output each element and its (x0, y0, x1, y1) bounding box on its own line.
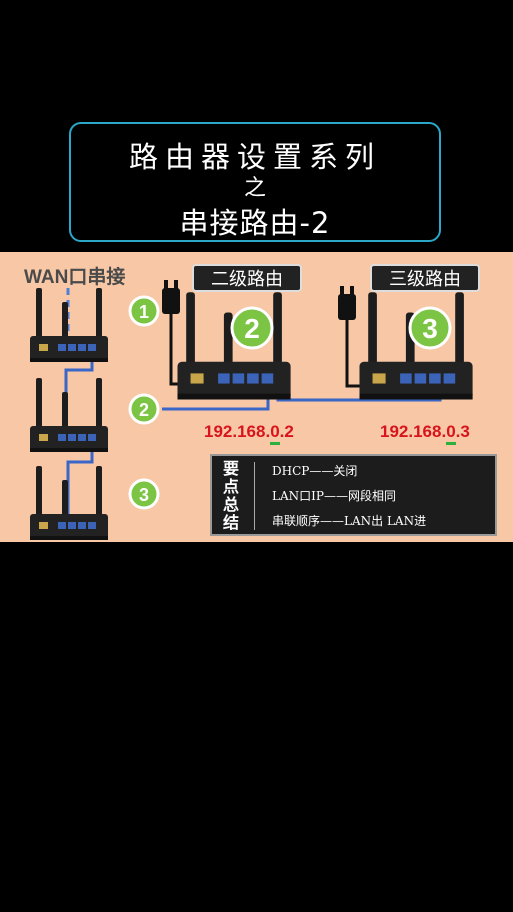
badge-router2 (230, 306, 274, 350)
summary-title: 要点总结 (222, 459, 239, 532)
ip2-suffix: .2 (279, 422, 294, 441)
router3-ip: 192.168.0.3 (380, 422, 470, 445)
badge-router3 (408, 306, 452, 350)
router2-label: 二级路由 (192, 264, 302, 292)
router-left-2 (30, 378, 108, 452)
wan-cascade-label: WAN口串接 (24, 267, 126, 288)
badge-2 (128, 393, 160, 425)
ip3-underlined: 0 (446, 422, 456, 445)
router-level2 (177, 292, 291, 400)
router2-ip: 192.168.0.2 (204, 422, 294, 445)
badge-router3-text: 3 (422, 313, 438, 344)
diagram-graphics: 1 2 3 2 3 (30, 280, 473, 540)
summary-line-2: LAN口IP——网段相同 (272, 489, 396, 503)
badge-2-text: 2 (139, 400, 149, 420)
router-level3 (359, 292, 473, 400)
badge-3-text: 3 (139, 485, 149, 505)
title-main: 路由器设置系列 (128, 140, 381, 174)
router-diagram: WAN口串接 1 2 (0, 252, 513, 542)
badge-1 (128, 295, 160, 327)
summary-line-3: 串联顺序——LAN出 LAN进 (272, 514, 427, 528)
ip3-prefix: 192.168. (380, 422, 447, 441)
badge-3 (128, 478, 160, 510)
title-connector: 之 (243, 176, 266, 201)
ip3-suffix: .3 (455, 422, 470, 441)
summary-line-1: DHCP——关闭 (272, 464, 358, 478)
summary-divider (254, 462, 255, 530)
title-box: 路由器设置系列 之 串接路由-2 (69, 122, 441, 242)
summary-box: 要点总结 DHCP——关闭 LAN口IP——网段相同 串联顺序——LAN出 LA… (210, 454, 497, 536)
router3-label: 三级路由 (370, 264, 480, 292)
badge-router2-text: 2 (244, 313, 260, 344)
ip2-prefix: 192.168. (204, 422, 271, 441)
title-sub: 串接路由-2 (179, 206, 331, 240)
badge-1-text: 1 (139, 302, 149, 322)
ip2-underlined: 0 (270, 422, 280, 445)
